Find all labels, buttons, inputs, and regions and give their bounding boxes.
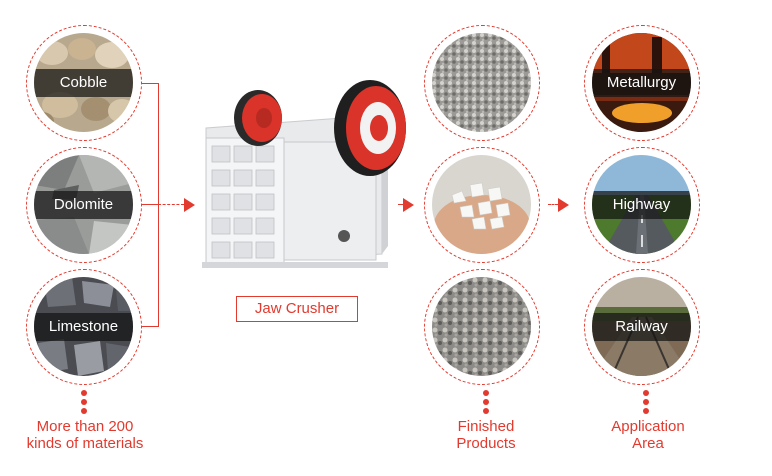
dolomite-photo: Dolomite — [34, 155, 133, 254]
arrow-to-applications-line — [548, 204, 558, 205]
input-caption: More than 200 kinds of materials — [0, 418, 170, 452]
product-caption-line1: Finished — [457, 418, 515, 435]
arrow-to-crusher-line — [158, 204, 184, 205]
fine-gravel-photo — [432, 33, 531, 132]
dolomite-tile: Dolomite — [26, 147, 142, 263]
application-caption: Application Area — [596, 418, 700, 452]
arrow-to-products-line — [398, 204, 404, 205]
mixed-aggregate-photo — [432, 277, 531, 376]
jaw-crusher-label: Jaw Crusher — [236, 296, 358, 322]
input-caption-line2: kinds of materials — [26, 435, 144, 452]
application-caption-line1: Application — [611, 418, 685, 435]
application-caption-line2: Area — [632, 435, 664, 452]
metallurgy-label: Metallurgy — [592, 68, 691, 97]
limestone-label: Limestone — [34, 312, 133, 341]
product-caption-line2: Products — [456, 435, 516, 452]
railway-photo: Railway — [592, 277, 691, 376]
jaw-crusher-image — [192, 76, 412, 274]
highway-tile: Highway — [584, 147, 700, 263]
input-bracket — [142, 83, 159, 327]
railway-tile: Railway — [584, 269, 700, 385]
cobble-tile: Cobble — [26, 25, 142, 141]
dolomite-label: Dolomite — [34, 190, 133, 219]
product-caption: Finished Products — [436, 418, 536, 452]
product-tile-mixed-aggregate — [424, 269, 540, 385]
application-dots — [643, 390, 649, 417]
highway-photo: Highway — [592, 155, 691, 254]
highway-label: Highway — [592, 190, 691, 219]
railway-label: Railway — [592, 312, 691, 341]
cobble-photo: Cobble — [34, 33, 133, 132]
input-bracket-mid — [142, 204, 158, 205]
arrow-to-products-icon — [403, 198, 414, 212]
arrow-to-crusher-icon — [184, 198, 195, 212]
metallurgy-tile: Metallurgy — [584, 25, 700, 141]
limestone-tile: Limestone — [26, 269, 142, 385]
product-tile-white-chips — [424, 147, 540, 263]
white-chips-in-hand-photo — [432, 155, 531, 254]
product-dots — [483, 390, 489, 417]
limestone-photo: Limestone — [34, 277, 133, 376]
metallurgy-photo: Metallurgy — [592, 33, 691, 132]
cobble-label: Cobble — [34, 68, 133, 97]
input-caption-line1: More than 200 — [36, 418, 134, 435]
product-tile-fine-gravel — [424, 25, 540, 141]
arrow-to-applications-icon — [558, 198, 569, 212]
input-dots — [81, 390, 87, 417]
